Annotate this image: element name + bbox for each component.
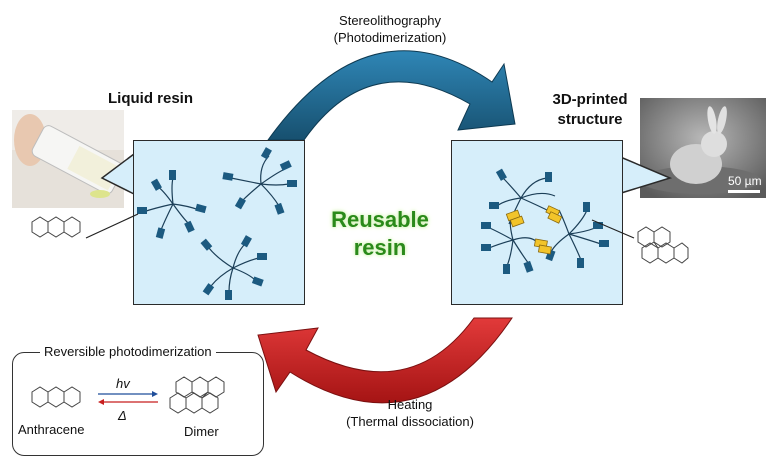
legend-dimer-label: Dimer (184, 424, 219, 439)
top-arrow-title: Stereolithography (339, 13, 441, 28)
legend-forward-label: hv (116, 376, 130, 391)
printed-structure-title-line1: 3D-printed (552, 91, 628, 108)
photodimerization-legend (12, 352, 264, 456)
scale-bar-label: 50 µm (728, 174, 762, 188)
left-callout (100, 153, 135, 195)
anthracene-structure-left (31, 213, 139, 239)
legend-equilibrium-arrows (98, 391, 158, 405)
top-arrow-subtitle: (Photodimerization) (333, 30, 447, 45)
legend-reverse-label: Δ (118, 408, 127, 423)
dimer-structure-right (591, 219, 689, 264)
legend-anthracene-structure (31, 386, 81, 408)
reusable-resin-label: Reusable resin (318, 206, 442, 262)
liquid-resin-molecules (137, 147, 297, 300)
reusable-resin-line1: Reusable (331, 207, 429, 232)
reusable-resin-line2: resin (353, 235, 407, 260)
bottom-arrow-subtitle: (Thermal dissociation) (346, 414, 474, 429)
liquid-resin-title: Liquid resin (108, 90, 194, 107)
legend-anthracene-label: Anthracene (18, 422, 85, 437)
right-callout (617, 155, 673, 195)
printed-structure-title: 3D-printed structure (540, 90, 640, 130)
printed-structure-title-line2: structure (557, 111, 623, 128)
heating-arrow (257, 317, 513, 404)
bottom-arrow-caption: Heating (Thermal dissociation) (320, 396, 500, 430)
legend-title: Reversible photodimerization (40, 344, 216, 359)
top-arrow-caption: Stereolithography (Photodimerization) (300, 12, 480, 46)
bottom-arrow-title: Heating (387, 397, 433, 412)
crosslinked-network (481, 168, 609, 274)
legend-dimer-structure (169, 376, 225, 414)
stereolithography-arrow (267, 50, 516, 141)
